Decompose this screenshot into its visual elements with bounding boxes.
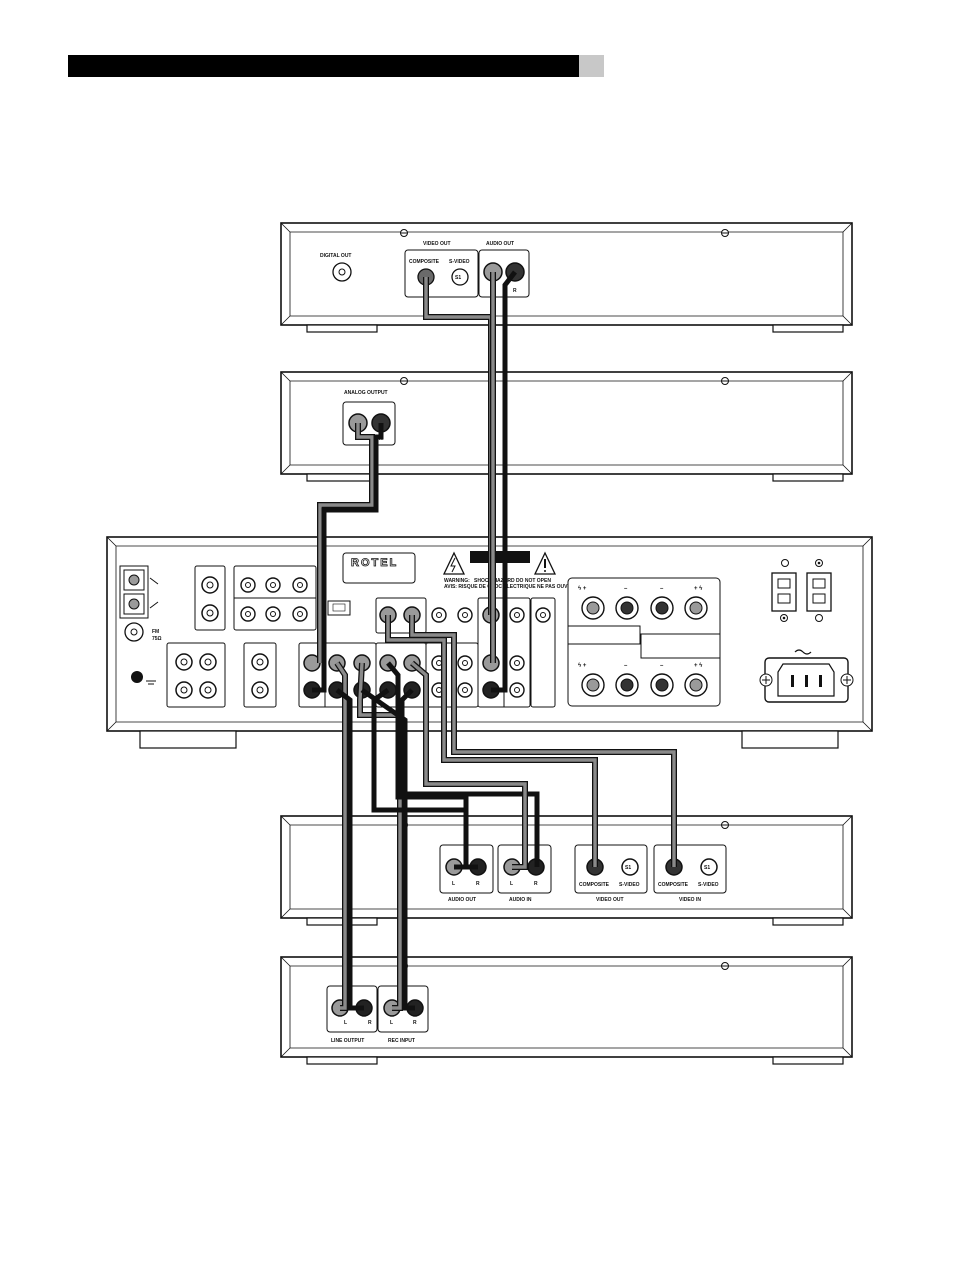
audio-out-label: AUDIO OUT: [486, 241, 514, 247]
analog-output-label: ANALOG OUTPUT: [344, 390, 388, 396]
s-video-label: S-VIDEO: [449, 259, 470, 265]
composite-label: COMPOSITE: [658, 882, 689, 888]
svg-text:+ ϟ: + ϟ: [694, 586, 703, 592]
audio-in-label: AUDIO IN: [509, 897, 532, 903]
left-label: L: [452, 881, 455, 887]
svg-text:–: –: [624, 663, 628, 669]
screw-icon: [721, 229, 729, 237]
audio-out-label: AUDIO OUT: [448, 897, 476, 903]
cables: [312, 270, 677, 1011]
right-label: R: [476, 881, 480, 887]
right-label: R: [368, 1020, 372, 1026]
rec-input-label: REC INPUT: [388, 1038, 415, 1044]
vcr: L R AUDIO OUT L R AUDIO IN S1 COMPOSITE …: [280, 815, 853, 926]
cable-tape-out-right: [335, 688, 364, 1011]
cable-vcr-audio-left: [386, 661, 469, 870]
left-label: L: [344, 1020, 347, 1026]
svg-text:ϟ +: ϟ +: [578, 586, 587, 592]
ac-power-icon: [794, 649, 812, 655]
composite-label: COMPOSITE: [409, 259, 440, 265]
svg-text:S1: S1: [704, 865, 710, 871]
cable-dvd-audio-right: [491, 270, 517, 693]
svg-text:ϟ +: ϟ +: [578, 663, 587, 669]
warning-text-fr: AVIS: RISQUE DE CHOC ELECTRIQUE NE PAS O…: [444, 584, 576, 590]
brand-logo: ROTEL: [351, 557, 398, 569]
right-label: R: [534, 881, 538, 887]
video-in-label: VIDEO IN: [679, 897, 701, 903]
s-video-jack: [451, 268, 469, 286]
svg-text:–: –: [660, 586, 664, 592]
screw-icon: [721, 962, 729, 970]
fm-ohm-label: 75Ω: [152, 636, 162, 642]
warning-label: WARNING:: [444, 578, 470, 584]
lightning-bolt-icon: [442, 551, 466, 575]
warning-triangle-icon: [533, 551, 557, 575]
header-bar: [68, 55, 579, 77]
screw-icon: [721, 377, 729, 385]
cable-vcr-in-right: [399, 688, 540, 867]
screw-icon: [721, 821, 729, 829]
dvd-player: DIGITAL OUT VIDEO OUT AUDIO OUT COMPOSIT…: [280, 222, 853, 333]
right-label: R: [513, 288, 517, 294]
svg-text:–: –: [624, 586, 628, 592]
cd-player: ANALOG OUTPUT L R: [280, 371, 853, 482]
s-video-label: S-VIDEO: [698, 882, 719, 888]
right-label: R: [413, 1020, 417, 1026]
ground-terminal: [131, 671, 143, 683]
fm-label: FM: [152, 629, 159, 635]
warning-text: SHOCK HAZARD DO NOT OPEN: [474, 578, 551, 584]
video-out-label: VIDEO OUT: [596, 897, 624, 903]
cable-cd-right: [312, 423, 384, 693]
digital-out-label: DIGITAL OUT: [320, 253, 351, 259]
voltage-switch: [806, 572, 832, 612]
left-label: L: [390, 1020, 393, 1026]
tape-deck: L R LINE OUTPUT L R REC INPUT: [280, 956, 853, 1065]
line-output-label: LINE OUTPUT: [331, 1038, 364, 1044]
svg-text:–: –: [660, 663, 664, 669]
composite-label: COMPOSITE: [579, 882, 610, 888]
s-video-label: S-VIDEO: [619, 882, 640, 888]
video-out-label: VIDEO OUT: [423, 241, 451, 247]
header-tab: [579, 55, 604, 77]
svg-text:S1: S1: [625, 865, 631, 871]
svg-text:S1: S1: [455, 275, 461, 281]
warning-banner: [470, 551, 530, 563]
cable-tape-in-right: [360, 687, 415, 1011]
power-inlet-icon: [759, 657, 854, 703]
screw-icon: [400, 229, 408, 237]
screw-icon: [400, 377, 408, 385]
svg-text:+ ϟ: + ϟ: [694, 663, 703, 669]
left-label: L: [510, 881, 513, 887]
